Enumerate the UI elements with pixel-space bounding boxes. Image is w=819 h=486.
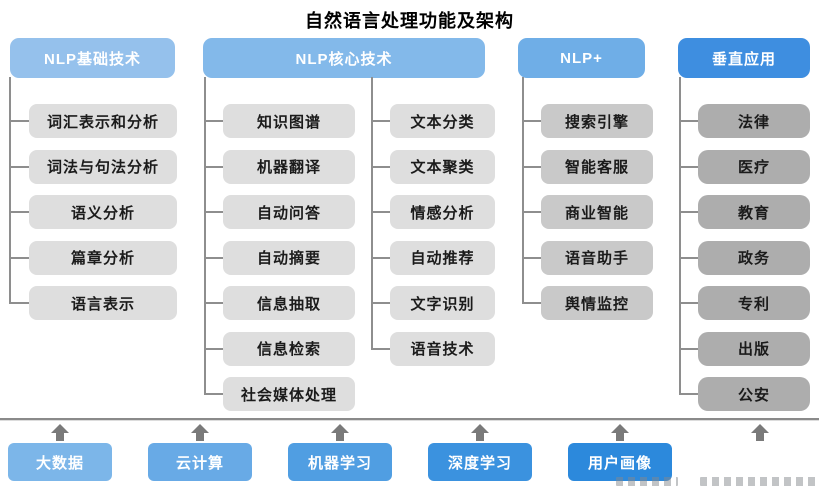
up-arrow-icon	[51, 424, 69, 433]
column-core-items-right: 文本分类文本聚类情感分析自动推荐文字识别语音技术	[371, 104, 495, 366]
column-vertical-items: 法律医疗教育政务专利出版公安	[679, 104, 810, 411]
tree-node: 语言表示	[9, 286, 177, 320]
connector-trunk-core-left	[204, 77, 206, 395]
header-nlp-core: NLP核心技术	[203, 38, 485, 78]
foundation-box: 云计算	[148, 443, 252, 481]
up-arrow-icon	[751, 424, 769, 433]
up-arrow-icon	[191, 424, 209, 433]
diagram-title: 自然语言处理功能及架构	[305, 11, 514, 31]
foundation-cell: 深度学习	[428, 424, 532, 481]
tree-node: 教育	[679, 195, 810, 229]
tree-node: 专利	[679, 286, 810, 320]
tree-node: 词法与句法分析	[9, 149, 177, 184]
up-arrow-icon	[331, 424, 349, 433]
tree-node: 政务	[679, 240, 810, 275]
tree-node: 机器翻译	[204, 149, 355, 184]
foundation-row: 大数据 云计算 机器学习 深度学习 用户	[8, 424, 812, 481]
tree-node: 舆情监控	[522, 286, 653, 320]
tree-node: 知识图谱	[204, 104, 355, 138]
foundation-box: 用户画像	[568, 443, 672, 481]
tree-node: 文本聚类	[371, 149, 495, 184]
separator-line	[0, 418, 819, 421]
tree-node: 篇章分析	[9, 240, 177, 275]
tree-node: 自动问答	[204, 195, 355, 229]
tree-node: 文字识别	[371, 286, 495, 320]
foundation-box: 领域知识	[727, 454, 792, 472]
tree-node: 文本分类	[371, 104, 495, 138]
tree-node: 公安	[679, 377, 810, 411]
connector-trunk-basic	[9, 77, 11, 304]
tree-node: 信息抽取	[204, 286, 355, 320]
tree-node: 情感分析	[371, 195, 495, 229]
foundation-box: 机器学习	[288, 443, 392, 481]
foundation-cell: 领域知识	[708, 424, 812, 481]
connector-trunk-vertical	[679, 77, 681, 395]
foundation-cell: 用户画像	[568, 424, 672, 481]
foundation-cell: 机器学习	[288, 424, 392, 481]
tree-node: 社会媒体处理	[204, 377, 355, 411]
watermark-fragment	[700, 477, 816, 486]
tree-node: 信息检索	[204, 331, 355, 366]
up-arrow-icon	[471, 424, 489, 433]
up-arrow-icon	[611, 424, 629, 433]
up-arrow-stem	[56, 433, 64, 441]
tree-node: 搜索引擎	[522, 104, 653, 138]
tree-node: 法律	[679, 104, 810, 138]
tree-node: 自动摘要	[204, 240, 355, 275]
watermark-fragment	[616, 477, 678, 486]
foundation-box: 深度学习	[428, 443, 532, 481]
header-nlp-basic: NLP基础技术	[10, 38, 175, 78]
tree-node: 商业智能	[522, 195, 653, 229]
up-arrow-stem	[756, 433, 764, 441]
tree-node: 语义分析	[9, 195, 177, 229]
tree-node: 出版	[679, 331, 810, 366]
tree-node: 智能客服	[522, 149, 653, 184]
connector-trunk-core-right	[371, 77, 373, 350]
column-nlp-plus-items: 搜索引擎智能客服商业智能语音助手舆情监控	[522, 104, 653, 320]
tree-node: 词汇表示和分析	[9, 104, 177, 138]
tree-node: 语音助手	[522, 240, 653, 275]
tree-node: 医疗	[679, 149, 810, 184]
foundation-cell: 大数据	[8, 424, 112, 481]
foundation-box: 大数据	[8, 443, 112, 481]
foundation-cell: 云计算	[148, 424, 252, 481]
column-core-items-left: 知识图谱机器翻译自动问答自动摘要信息抽取信息检索社会媒体处理	[204, 104, 355, 411]
header-vertical-apps: 垂直应用	[678, 38, 810, 78]
connector-trunk-nlp-plus	[522, 77, 524, 304]
up-arrow-stem	[616, 433, 624, 441]
up-arrow-stem	[196, 433, 204, 441]
column-basic-items: 词汇表示和分析词法与句法分析语义分析篇章分析语言表示	[9, 104, 177, 320]
tree-node: 语音技术	[371, 331, 495, 366]
tree-node: 自动推荐	[371, 240, 495, 275]
header-nlp-plus: NLP+	[518, 38, 645, 78]
up-arrow-stem	[336, 433, 344, 441]
up-arrow-stem	[476, 433, 484, 441]
